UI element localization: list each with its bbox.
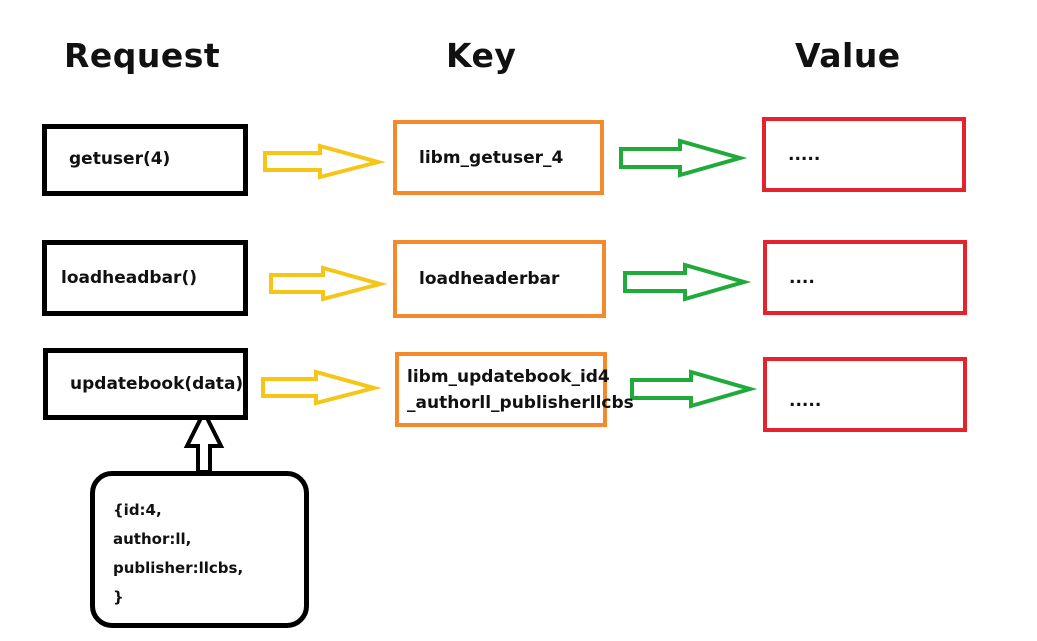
- key-label-line-2: _authorll_publisherllcbs: [407, 392, 634, 413]
- arrow-key-to-value-2: [623, 262, 752, 302]
- request-box-getuser: getuser(4): [42, 124, 248, 196]
- arrow-request-to-key-3: [261, 369, 382, 406]
- request-box-loadheadbar: loadheadbar(): [42, 240, 248, 316]
- data-object-callout: {id:4, author:ll, publisher:llcbs, }: [90, 471, 309, 628]
- request-label: updatebook(data): [70, 374, 244, 394]
- callout-line: author:ll,: [113, 530, 192, 548]
- request-label: getuser(4): [69, 149, 171, 169]
- value-box-3: .....: [763, 357, 967, 432]
- arrow-key-to-value-3: [630, 369, 758, 409]
- value-label: .....: [789, 391, 822, 411]
- arrow-request-to-key-2: [269, 265, 388, 302]
- value-label: ....: [789, 267, 815, 288]
- key-label-line-1: libm_updatebook_id4: [407, 366, 610, 387]
- key-column-heading: Key: [446, 36, 517, 75]
- arrow-request-to-key-1: [263, 143, 386, 180]
- value-box-2: ....: [763, 240, 967, 315]
- key-box-updatebook: libm_updatebook_id4 _authorll_publisherl…: [395, 352, 634, 427]
- value-column-heading: Value: [795, 36, 901, 75]
- arrow-key-to-value-1: [619, 138, 748, 178]
- callout-line: {id:4,: [113, 501, 162, 519]
- key-box-loadheaderbar: loadheaderbar: [393, 240, 606, 318]
- key-label: libm_getuser_4: [419, 147, 564, 168]
- key-box-getuser: libm_getuser_4: [393, 120, 604, 195]
- request-label: loadheadbar(): [61, 268, 197, 288]
- request-column-heading: Request: [64, 36, 221, 75]
- value-box-1: .....: [762, 117, 966, 192]
- request-box-updatebook: updatebook(data): [43, 348, 248, 420]
- callout-line: publisher:llcbs,: [113, 559, 244, 577]
- key-label: loadheaderbar: [419, 269, 560, 289]
- arrow-data-to-request: [183, 407, 225, 474]
- value-label: .....: [788, 145, 821, 165]
- callout-line: }: [113, 588, 124, 606]
